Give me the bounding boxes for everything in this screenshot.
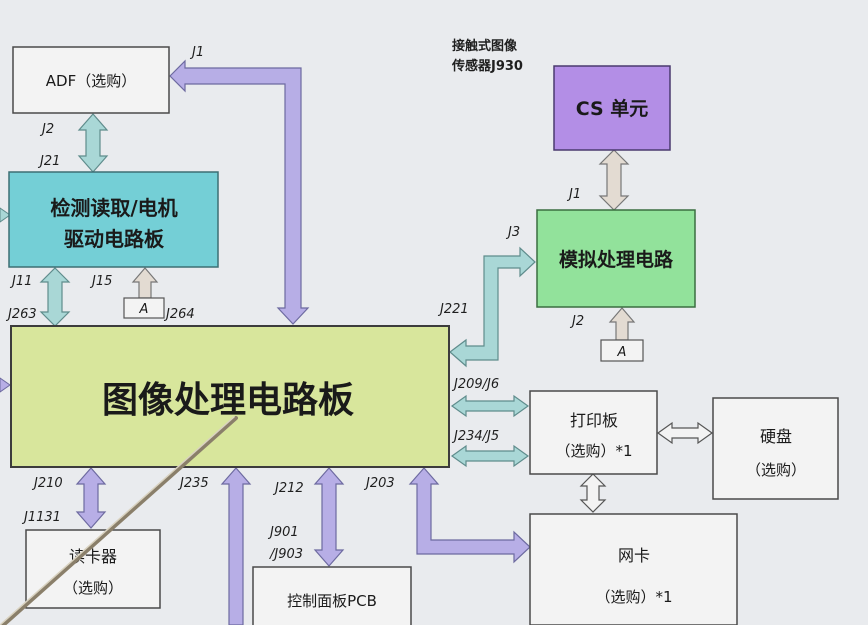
j15-arrow — [131, 267, 159, 299]
a-connector-box-right — [600, 339, 644, 362]
connector-j235: J235 — [177, 476, 209, 491]
control-panel-box — [252, 566, 412, 625]
connector-j903: /J903 — [269, 547, 303, 562]
sensor-drive-label-line1: 检测读取/电机 — [50, 196, 177, 220]
printer-board-label-line2: （选购）*1 — [555, 442, 632, 460]
image-board-to-nic-arrow — [408, 467, 531, 564]
image-board-printer-arrow-1 — [450, 394, 530, 418]
image-board-printer-arrow-2 — [450, 444, 530, 468]
card-reader-label-line2: （选购） — [63, 579, 123, 597]
sensor-drive-label-line2: 驱动电路板 — [64, 227, 165, 251]
connector-j11: J11 — [9, 274, 32, 289]
control-panel-label: 控制面板PCB — [287, 592, 377, 610]
j1-adf-to-image-board-arrow — [169, 59, 310, 325]
j2-analog-arrow — [608, 307, 636, 341]
connector-j264: J264 — [163, 307, 195, 322]
connector-j263: J263 — [5, 307, 37, 322]
connector-j212: J212 — [272, 481, 304, 496]
cs-unit-box — [553, 65, 671, 151]
cs-sensor-caption-line1: 接触式图像 — [452, 38, 518, 54]
connector-j203: J203 — [363, 476, 395, 491]
j235-down-arrow — [220, 467, 252, 625]
analog-circuit-box — [536, 209, 696, 308]
cs-sensor-caption-line2: 传感器J930 — [451, 58, 523, 74]
pointer-stick — [0, 416, 238, 625]
printer-hdd-arrow — [656, 421, 714, 445]
image-processing-board-label: 图像处理电路板 — [102, 380, 354, 421]
nic-box — [529, 513, 738, 625]
left-edge-stub-arrow-2 — [0, 377, 11, 393]
adf-box — [12, 46, 170, 114]
printer-board-box — [529, 390, 658, 475]
image-board-to-analog-arrow — [449, 246, 536, 368]
printer-nic-arrow — [579, 473, 607, 513]
connector-j1-top: J1 — [189, 45, 204, 60]
sensor-drive-board-box — [8, 171, 219, 268]
analog-circuit-label: 模拟处理电路 — [559, 248, 674, 271]
pointer-stick-highlight — [0, 416, 235, 625]
hdd-label-line1: 硬盘 — [760, 427, 792, 446]
printer-board-label-line1: 打印板 — [570, 411, 618, 430]
cs-unit-label: CS 单元 — [576, 97, 649, 120]
hdd-box — [712, 397, 839, 500]
connector-j3: J3 — [505, 225, 520, 240]
adf-label: ADF（选购） — [46, 72, 136, 90]
image-processing-board-box — [10, 325, 450, 468]
cs-to-analog-arrow — [598, 149, 630, 211]
connector-j210: J210 — [31, 476, 63, 491]
connector-j15: J15 — [89, 274, 112, 289]
connector-j221: J221 — [437, 302, 469, 317]
connector-j901: J901 — [267, 525, 299, 540]
nic-label-line2: （选购）*1 — [595, 588, 672, 606]
connector-j234: J234/J5 — [451, 429, 499, 444]
connector-j209: J209/J6 — [451, 377, 499, 392]
image-board-panel-arrow — [313, 467, 345, 567]
a-connector-label-left: A — [139, 302, 149, 317]
nic-label-line1: 网卡 — [618, 546, 650, 565]
hdd-label-line2: （选购） — [746, 461, 806, 479]
adf-sensor-board-arrow — [77, 113, 109, 173]
image-board-reader-arrow — [75, 467, 107, 529]
connector-j2-adf: J2 — [39, 122, 54, 137]
connector-j1131: J1131 — [21, 510, 61, 525]
connector-j1-cs: J1 — [566, 187, 581, 202]
card-reader-label-line1: 读卡器 — [69, 547, 117, 566]
a-connector-label-right: A — [617, 345, 627, 360]
left-edge-stub-arrow-1 — [0, 207, 11, 223]
sensor-to-image-board-arrow — [39, 267, 71, 327]
connector-j21: J21 — [37, 154, 60, 169]
connector-j2-analog: J2 — [569, 314, 584, 329]
a-connector-box-left — [123, 297, 165, 319]
